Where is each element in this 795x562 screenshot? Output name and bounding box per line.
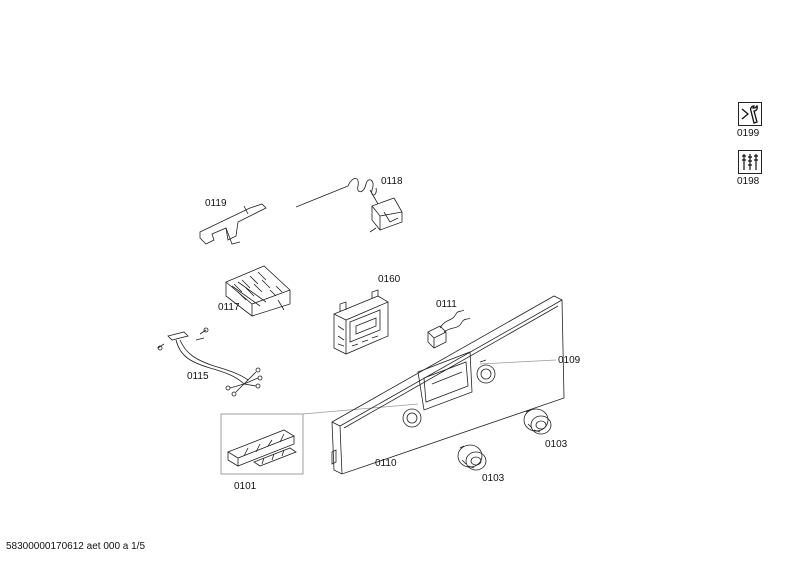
label-0109: 0109: [558, 355, 581, 366]
screws-icon[interactable]: [738, 150, 762, 174]
part-0118-thermostat[interactable]: [295, 178, 403, 233]
part-0119-bracket[interactable]: [199, 203, 267, 245]
label-0103-right: 0103: [545, 439, 568, 450]
label-0110: 0110: [375, 458, 397, 469]
label-0101: 0101: [234, 481, 257, 492]
part-0111-switch[interactable]: [427, 309, 471, 349]
part-0115-wiring-harness[interactable]: [157, 327, 263, 397]
document-footer: 58300000170612 aet 000 a 1/5: [6, 541, 146, 552]
part-0117-terminal-block[interactable]: [225, 265, 291, 317]
label-0118: 0118: [381, 176, 403, 187]
label-0103-left: 0103: [482, 473, 505, 484]
label-0117: 0117: [218, 302, 240, 313]
label-0115: 0115: [187, 371, 209, 382]
part-0110-control-panel[interactable]: [331, 295, 565, 475]
part-0101-keypad[interactable]: [220, 413, 304, 475]
label-0198: 0198: [737, 176, 760, 187]
wrench-icon[interactable]: [738, 102, 762, 126]
label-0119: 0119: [205, 198, 227, 209]
label-0111: 0111: [436, 299, 457, 310]
part-0103-knob-left[interactable]: [457, 444, 487, 471]
part-0160-electronic-module[interactable]: [333, 289, 389, 355]
label-0199: 0199: [737, 128, 760, 139]
part-0103-knob-right[interactable]: [523, 408, 552, 435]
label-0160: 0160: [378, 274, 401, 285]
leader-line-keypad: [302, 403, 419, 415]
leader-line-0109: [479, 359, 557, 365]
